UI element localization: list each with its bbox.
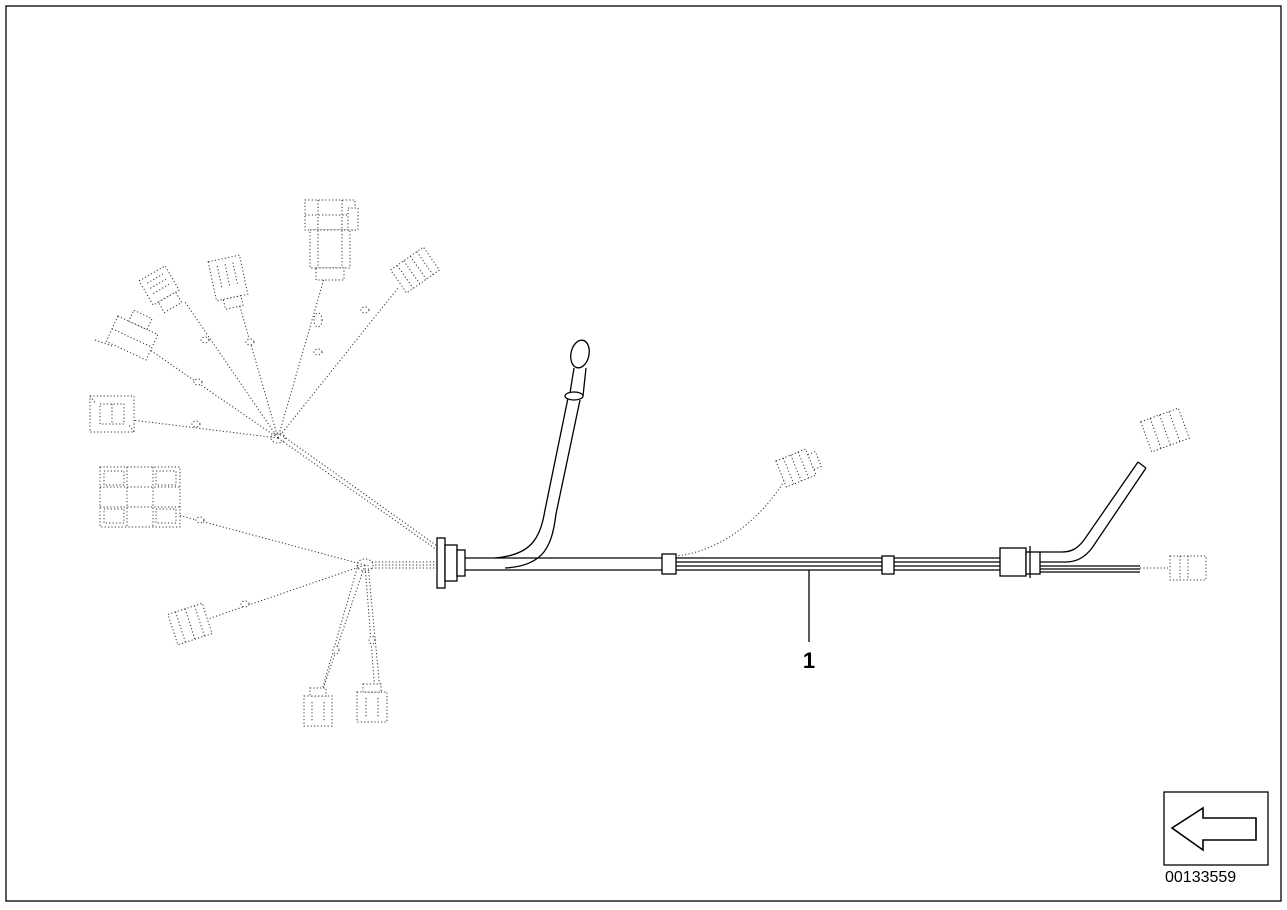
part-callout-1[interactable]: 1 xyxy=(803,570,815,673)
diagram-frame xyxy=(5,5,1282,902)
context-connectors xyxy=(89,199,1207,727)
left-arrow-icon xyxy=(1170,806,1257,852)
harness-main xyxy=(436,339,1147,589)
callout-label-1: 1 xyxy=(803,648,815,673)
back-nav-button[interactable] xyxy=(1163,791,1269,866)
drawing-number: 00133559 xyxy=(1165,869,1236,886)
context-branches xyxy=(94,274,1168,699)
